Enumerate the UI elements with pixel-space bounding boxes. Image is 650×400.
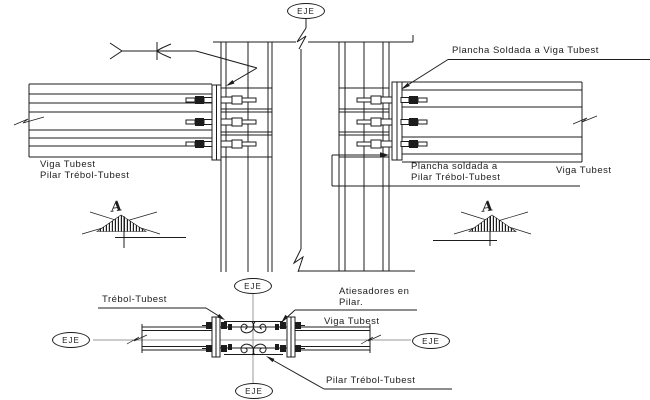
label-plate-welded-to-pillar-line2: Pilar Trébol-Tubest (411, 172, 501, 183)
leader-plate-welded-to-beam (401, 59, 650, 90)
axis-bubble-plan-right: EJE (412, 333, 450, 349)
axis-centerline-elevation (292, 19, 415, 273)
column-left (220, 42, 273, 272)
label-plate-welded-to-beam: Plancha Soldada a Viga Tubest (452, 45, 599, 56)
beam-right (402, 81, 598, 163)
section-marker-left-lines (81, 211, 186, 248)
top-level-line (213, 35, 414, 43)
axis-bubble-plan-left: EJE (52, 332, 90, 348)
label-trebol: Trébol-Tubest (102, 294, 167, 305)
column-right (338, 42, 390, 271)
section-marker-right-lines (433, 211, 532, 246)
plan-plates-and-bolts (202, 316, 305, 358)
leader-stiffeners (281, 309, 417, 323)
plate-right (391, 81, 403, 161)
plan-view (93, 294, 452, 390)
section-marker-a-left: A (109, 198, 123, 216)
section-marker-a-right: A (480, 198, 494, 216)
beam-left (13, 83, 212, 158)
axis-bubble-plan-bottom: EJE (235, 383, 273, 399)
leader-trebol (98, 307, 225, 320)
elevation-view (13, 19, 650, 273)
plan-beams (141, 324, 371, 353)
bolts-right (356, 95, 428, 149)
label-left-beam: Viga Tubest (40, 159, 96, 170)
label-plate-welded-to-pillar-line1: Plancha soldada a (411, 161, 498, 172)
leader-pillar (266, 356, 452, 390)
axis-bubble-elevation-top: EJE (287, 3, 325, 19)
leader-plate-welded-to-pillar (331, 152, 580, 187)
plate-left (211, 84, 222, 161)
label-plan-pillar: Pilar Trébol-Tubest (326, 375, 416, 386)
label-left-pillar: Pilar Trébol-Tubest (40, 170, 130, 181)
label-right-beam: Viga Tubest (556, 165, 612, 176)
label-plan-beam: Viga Tubest (324, 316, 380, 327)
weld-symbol (109, 42, 258, 86)
bolts-left (185, 95, 257, 149)
label-stiffeners-line2: Pilar. (339, 297, 364, 308)
plan-centerlines (93, 294, 411, 383)
plan-column-section (220, 321, 287, 356)
axis-bubble-plan-top: EJE (234, 278, 272, 294)
label-stiffeners-line1: Atiesadores en (339, 286, 410, 297)
